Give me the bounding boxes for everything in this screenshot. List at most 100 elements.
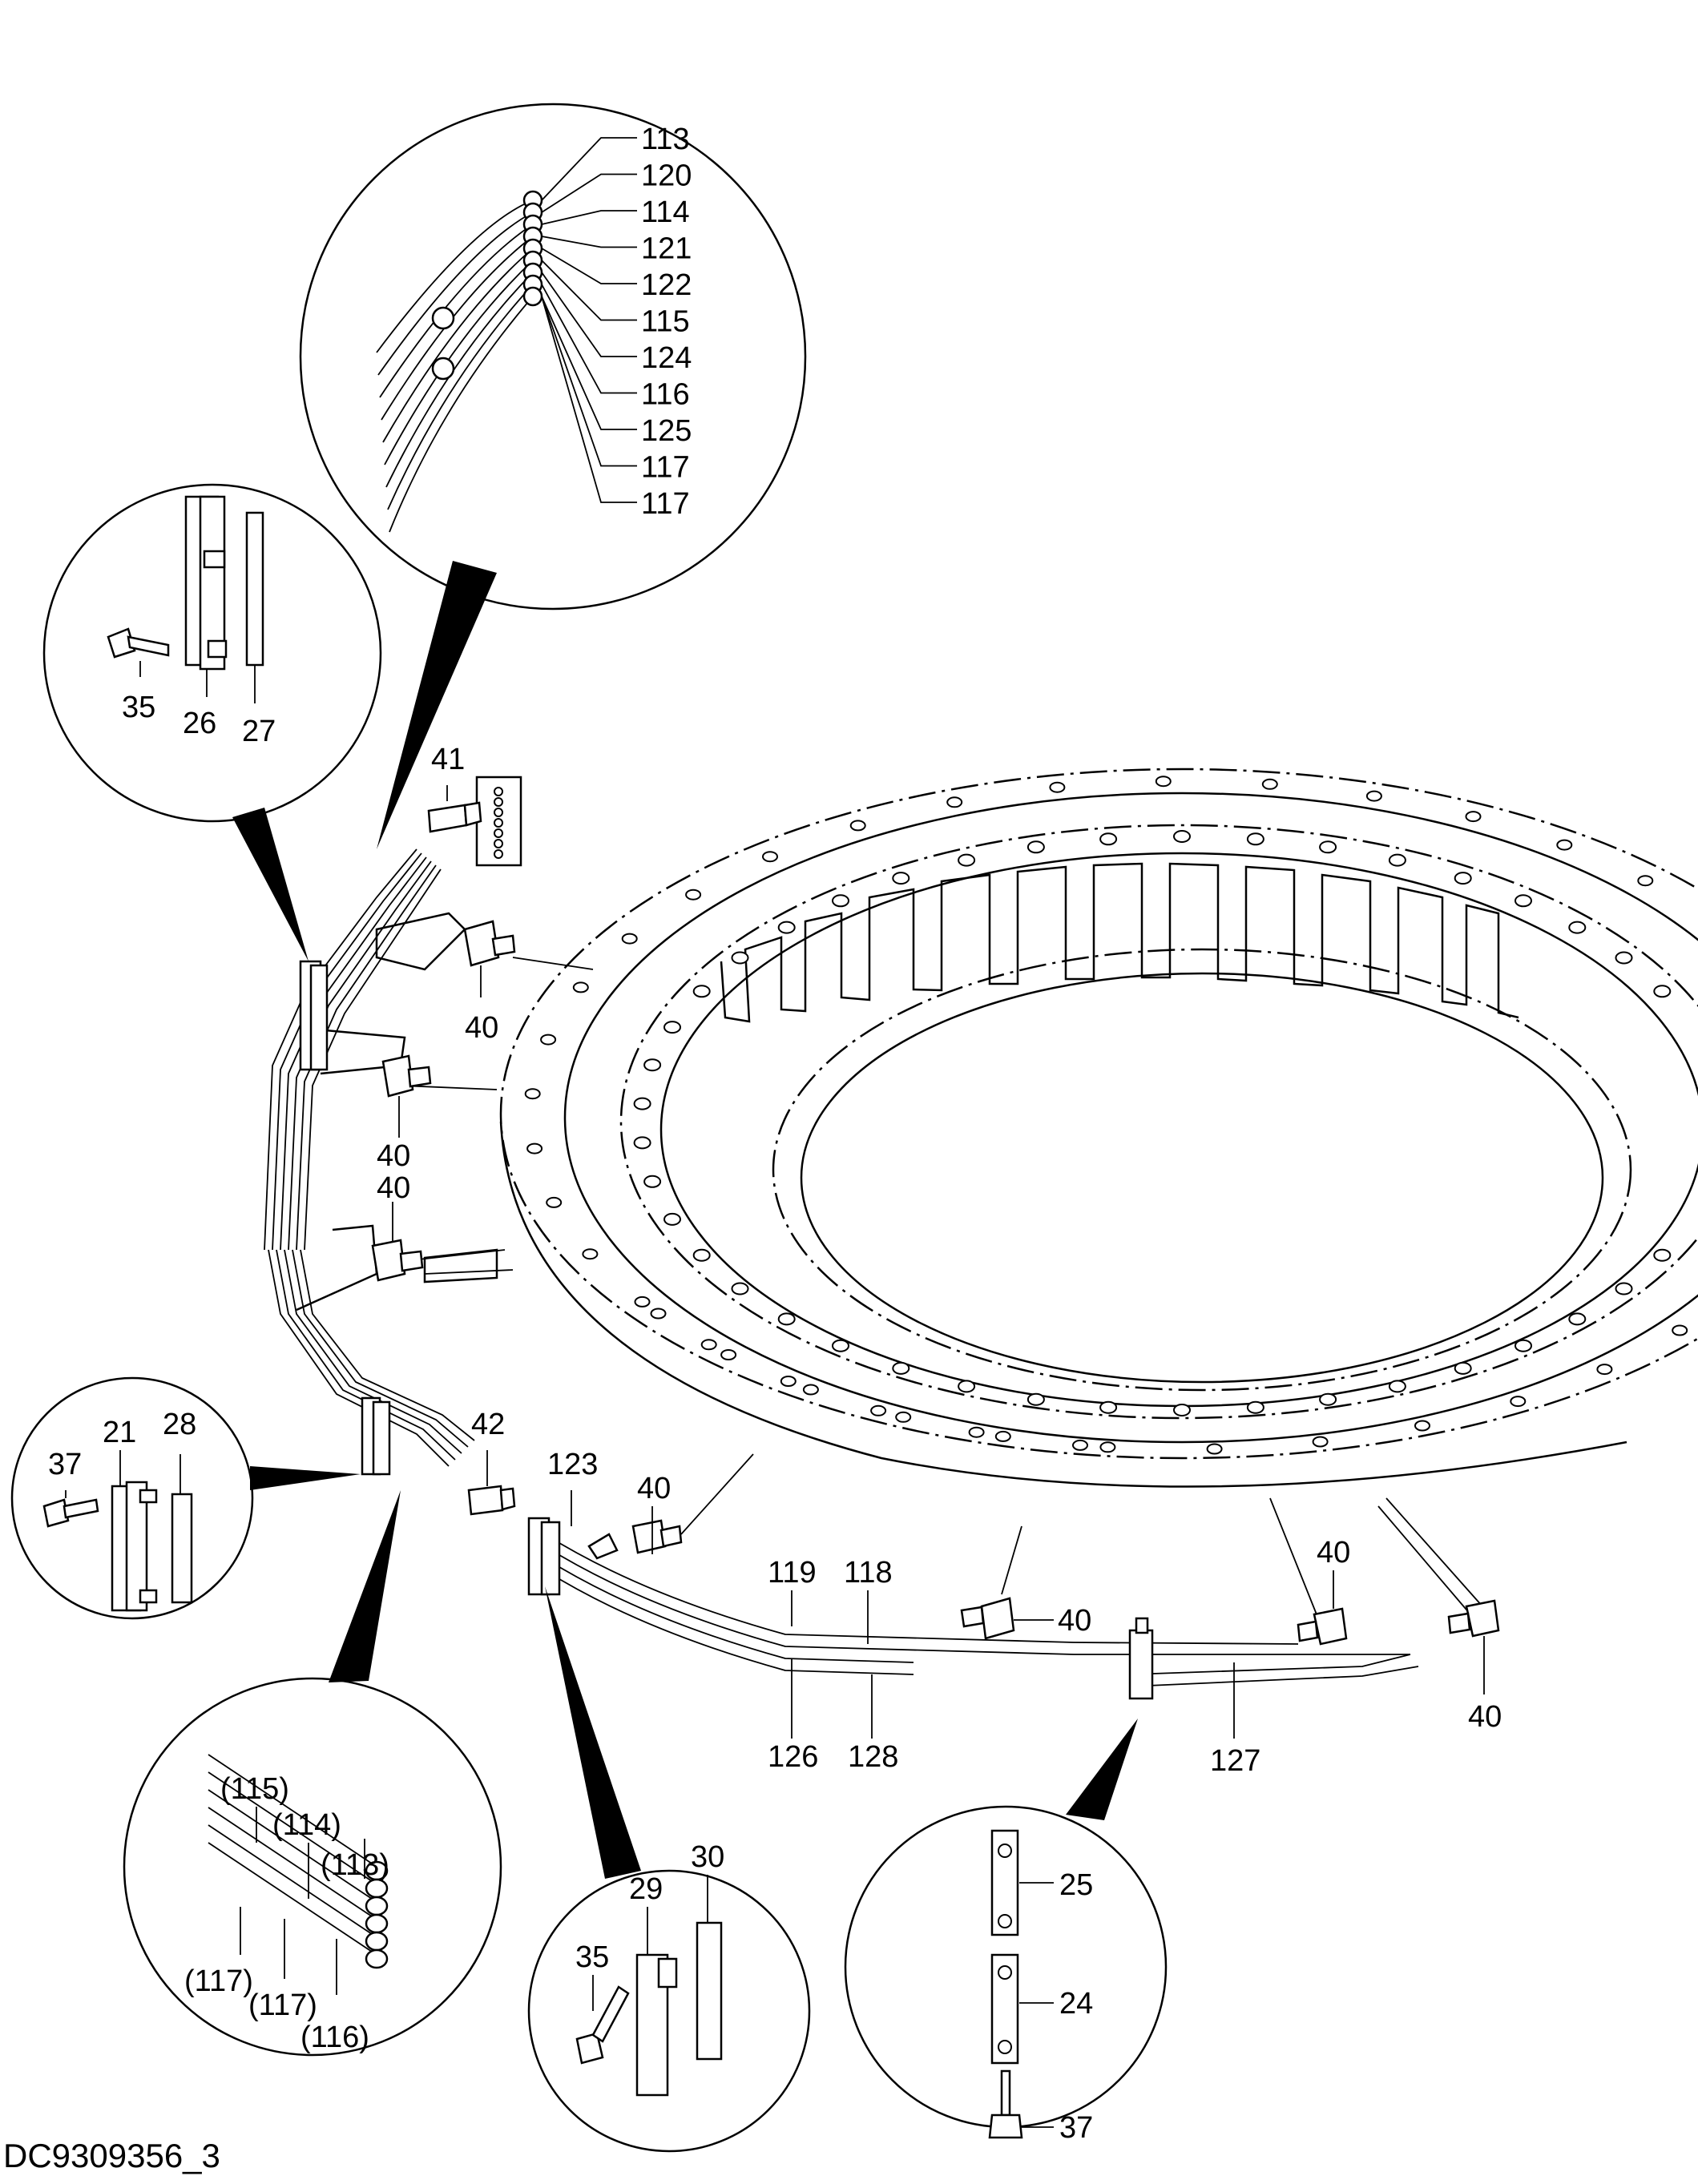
label-wire: 117: [641, 451, 690, 485]
bolt-hole: [1568, 1312, 1587, 1326]
bolt-hole: [643, 1175, 662, 1188]
bolt-hole: [526, 1142, 543, 1154]
port-hole: [494, 787, 503, 796]
label-bolt: 37: [48, 1448, 82, 1481]
port-hole: [494, 808, 503, 817]
bolt-hole: [1414, 1420, 1430, 1432]
label-hose: 128: [848, 1740, 898, 1774]
detail-right-clamp: 25 24 37: [844, 1719, 1168, 2145]
bolt-hole: [685, 889, 702, 901]
bolt-hole: [1637, 875, 1654, 887]
bolt-hole: [994, 1430, 1011, 1442]
wire-end: [365, 1896, 389, 1916]
bolt-hole: [1312, 1436, 1329, 1448]
bolt-hole: [692, 1248, 711, 1262]
bolt-hole: [895, 1411, 912, 1423]
bolt-hole: [1206, 1443, 1223, 1455]
elbow-fitting-icon: [1447, 1599, 1500, 1638]
port-hole: [494, 839, 503, 848]
elbow-fitting-icon: [960, 1597, 1015, 1640]
fitting-block-41: [427, 776, 522, 867]
label-bolt: 35: [122, 691, 155, 724]
label-wire: 114: [641, 195, 690, 229]
label-hose: 126: [768, 1740, 818, 1774]
bolt-hole: [849, 820, 866, 832]
bolt-icon: [575, 1985, 630, 2065]
bolt-hole: [700, 1339, 717, 1351]
wire-end: [365, 1913, 389, 1934]
bolt-hole: [870, 1404, 887, 1416]
bolt-hole: [1556, 839, 1573, 851]
label-hose: 127: [1210, 1744, 1260, 1778]
bolt-hole: [731, 951, 749, 965]
label-wire: 121: [641, 232, 692, 266]
internal-gear-teeth: [720, 862, 1519, 1023]
label-wire: (116): [300, 2021, 369, 2054]
detail-middle-clamp: 35 29 30: [527, 1586, 811, 2153]
label-clamp: 24: [1059, 1987, 1093, 2021]
label-bolt: 37: [1059, 2111, 1093, 2145]
label-wire: 122: [641, 268, 692, 302]
bolt-hole: [958, 853, 976, 867]
bolt-hole: [780, 1376, 797, 1387]
label-plate: 30: [691, 1840, 724, 1874]
label-fitting: 42: [471, 1408, 505, 1441]
bolt-hole: [892, 872, 910, 885]
bolt-hole: [1653, 985, 1672, 998]
elbow-fitting-icon: [463, 920, 516, 967]
bolt-hole: [1454, 1361, 1472, 1375]
bolt-icon: [988, 2069, 1023, 2139]
bolt-icon: [42, 1498, 99, 1528]
bolt-hole: [1454, 872, 1472, 885]
bolt-hole: [1615, 951, 1633, 965]
label-clamp: 123: [547, 1448, 598, 1481]
bolt-hole: [1155, 776, 1172, 788]
wire-end: [365, 1878, 389, 1899]
bolt-hole: [1514, 1339, 1532, 1352]
bolt-hole: [832, 894, 849, 908]
port-hole: [494, 828, 503, 838]
bolt-hole: [1615, 1282, 1633, 1295]
bolt-hole: [1319, 840, 1337, 854]
label-elbow: 40: [1058, 1604, 1091, 1638]
drawing-id: DC9309356_3: [3, 2137, 220, 2174]
bolt-hole: [731, 1282, 749, 1295]
label-wire: 113: [641, 123, 690, 156]
bolt-hole: [1388, 853, 1406, 867]
bolt-hole: [634, 1295, 651, 1308]
detail-left-clamp: 37 21 28: [10, 1376, 361, 1620]
label-elbow: 40: [377, 1139, 410, 1173]
hose-harness: [264, 848, 1483, 1687]
bolt-hole: [946, 796, 963, 808]
bolt-hole: [1173, 830, 1191, 843]
bolt-hole: [1261, 778, 1278, 790]
bolt-hole: [720, 1349, 737, 1360]
label-elbow: 40: [1317, 1536, 1350, 1569]
bolt-hole: [1099, 1400, 1118, 1414]
bolt-hole: [968, 1426, 985, 1438]
bolt-hole: [762, 851, 778, 863]
main-callouts: 41 40 40 40 42 123 40 119 118 126 128 12…: [377, 743, 1502, 1778]
label-clamp: 25: [1059, 1868, 1093, 1902]
detail-bracket: 35 26 27: [42, 483, 382, 961]
bolt-hole: [802, 1384, 819, 1396]
elbow-fitting-icon: [631, 1519, 683, 1554]
label-clamp: 21: [103, 1416, 136, 1449]
bolt-hole: [1246, 1400, 1264, 1414]
wire-end: [365, 1948, 389, 1969]
label-fitting: 41: [431, 743, 465, 776]
bolt-hole: [1099, 1441, 1116, 1453]
bolt-hole: [692, 985, 711, 998]
elbow-fitting-icon: [1297, 1607, 1348, 1646]
bolt-hole: [1388, 1380, 1406, 1393]
label-elbow: 40: [637, 1472, 671, 1505]
bolt-hole: [643, 1058, 662, 1072]
bolt-hole: [777, 1312, 796, 1326]
label-elbow: 40: [377, 1171, 410, 1205]
bolt-hole: [1173, 1404, 1191, 1416]
bolt-hole: [1510, 1396, 1527, 1408]
bolt-hole: [1514, 894, 1532, 908]
bolt-hole: [1246, 832, 1264, 846]
label-plate: 27: [242, 715, 276, 748]
